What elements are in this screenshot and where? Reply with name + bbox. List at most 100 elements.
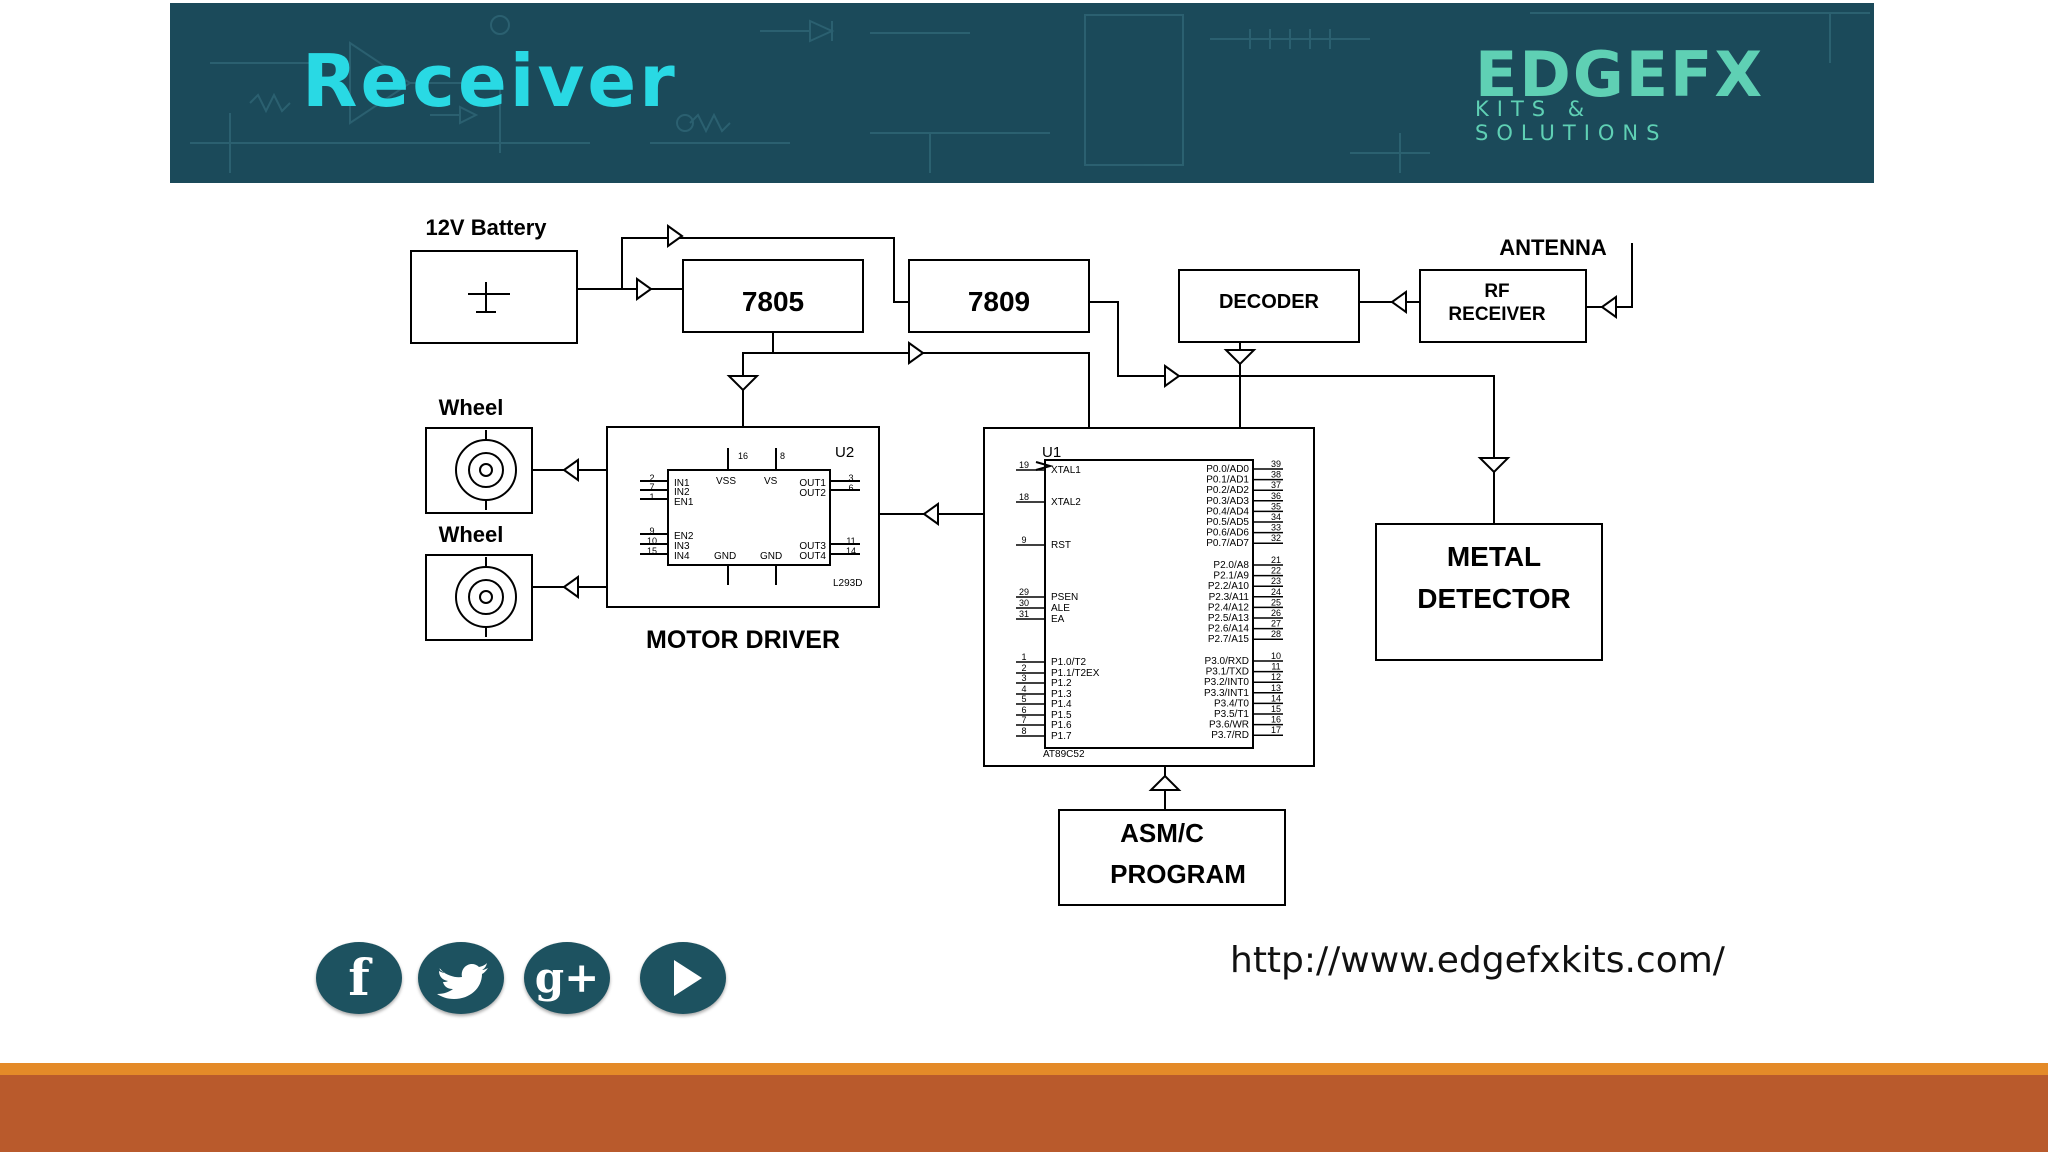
l293d-pin-label: EN1: [674, 497, 694, 508]
mcu-pin-number: 29: [1019, 587, 1029, 597]
mcu-pin-number: 27: [1271, 619, 1281, 629]
l293d-pin-number: 10: [647, 536, 657, 546]
at89c52-chip: [1044, 459, 1254, 749]
mcu-pin-label: P3.7/RD: [1211, 730, 1249, 741]
mcu-pin-label: P3.0/RXD: [1205, 656, 1249, 667]
mcu-pin-number: 32: [1271, 533, 1281, 543]
mcu-pin-label: P2.5/A13: [1208, 613, 1250, 624]
mcu-pin-number: 35: [1271, 501, 1281, 511]
l293d-pin-number: 16: [738, 451, 748, 461]
mcu-pin-label: P1.4: [1051, 699, 1072, 710]
mcu-pin-label: P0.2/AD2: [1206, 485, 1249, 496]
regulator-7809-box: [908, 259, 1090, 333]
logo-subtext: KITS & SOLUTIONS: [1475, 97, 1668, 145]
mcu-pin-number: 33: [1271, 523, 1281, 533]
l293d-pin-label: OUT4: [799, 551, 826, 562]
mcu-pin-number: 36: [1271, 491, 1281, 501]
mcu-pin-label: XTAL2: [1051, 497, 1081, 508]
mcu-pin-number: 17: [1271, 725, 1281, 735]
youtube-button[interactable]: [640, 942, 726, 1014]
mcu-pin-number: 38: [1271, 470, 1281, 480]
rf-receiver-label: RECEIVER: [1448, 304, 1545, 325]
mcu-pin-number: 10: [1271, 651, 1281, 661]
l293d-pin-label: VSS: [716, 476, 736, 487]
l293d-pin-label: GND: [714, 551, 736, 562]
l293d-chip: [667, 469, 831, 566]
l293d-pin-number: 6: [848, 483, 853, 493]
wheel-2-motor: [455, 566, 517, 628]
mcu-pin-number: 8: [1021, 726, 1026, 736]
decoder-box: [1178, 269, 1360, 343]
battery-symbol: [468, 282, 510, 313]
l293d-pin-number: 8: [780, 451, 785, 461]
mcu-pin-label: P2.1/A9: [1213, 571, 1249, 582]
mcu-pin-label: P0.4/AD4: [1206, 506, 1249, 517]
metal-detector-label-1: METAL: [1447, 541, 1541, 572]
mcu-pin-label: P2.0/A8: [1213, 560, 1249, 571]
asm-program-box: [1058, 809, 1286, 906]
mcu-pin-number: 22: [1271, 566, 1281, 576]
mcu-ref: U1: [1042, 444, 1061, 461]
l293d-pin-label: IN4: [674, 551, 690, 562]
wheel-2-box: [425, 554, 533, 641]
l293d-pin-number: 2: [649, 473, 654, 483]
footer-accent-line: [0, 1063, 2048, 1075]
mcu-pin-label: P1.3: [1051, 689, 1072, 700]
mcu-pin-number: 21: [1271, 555, 1281, 565]
google-plus-button[interactable]: g+: [524, 942, 610, 1014]
antenna-label: ANTENNA: [1499, 235, 1607, 260]
mcu-pin-label: PSEN: [1051, 592, 1078, 603]
mcu-pin-label: P3.1/TXD: [1206, 667, 1249, 678]
motor-driver-label: MOTOR DRIVER: [646, 626, 840, 654]
mcu-pin-label: XTAL1: [1051, 465, 1081, 476]
mcu-pin-label: P3.5/T1: [1214, 709, 1249, 720]
logo-text: EDGEFX: [1475, 38, 1765, 111]
mcu-pin-number: 37: [1271, 480, 1281, 490]
mcu-pin-number: 13: [1271, 683, 1281, 693]
mcu-pin-number: 2: [1021, 663, 1026, 673]
mcu-pin-label: P1.1/T2EX: [1051, 668, 1100, 679]
twitter-button[interactable]: [418, 942, 504, 1014]
l293d-pin-number: 7: [649, 482, 654, 492]
mcu-pin-label: EA: [1051, 614, 1065, 625]
mcu-pin-number: 16: [1271, 715, 1281, 725]
mcu-pin-label: P1.2: [1051, 678, 1072, 689]
mcu-pin-label: P2.4/A12: [1208, 602, 1250, 613]
mcu-pin-number: 15: [1271, 704, 1281, 714]
facebook-button[interactable]: f: [316, 942, 402, 1014]
mcu-part: AT89C52: [1043, 749, 1085, 760]
mcu-pin-number: 9: [1021, 535, 1026, 545]
regulator-7809-label: 7809: [968, 286, 1030, 317]
mcu-pin-label: P3.4/T0: [1214, 698, 1249, 709]
mcu-pin-number: 28: [1271, 629, 1281, 639]
edgefx-logo: EDGEFX KITS & SOLUTIONS: [1475, 38, 1795, 146]
mcu-pin-label: RST: [1051, 540, 1071, 551]
l293d-ref: U2: [835, 444, 854, 461]
website-link[interactable]: http://www.edgefxkits.com/: [1230, 940, 1725, 981]
l293d-pin-number: 14: [846, 546, 856, 556]
play-icon: [674, 960, 702, 996]
mcu-pin-label: P1.5: [1051, 710, 1072, 721]
mcu-pin-number: 18: [1019, 492, 1029, 502]
mcu-pin-label: P3.3/INT1: [1204, 688, 1249, 699]
asm-label: ASM/C: [1120, 818, 1204, 848]
microcontroller-box: [983, 427, 1315, 767]
program-label: PROGRAM: [1110, 859, 1246, 889]
battery-box: [410, 250, 578, 344]
l293d-pin-number: 3: [848, 473, 853, 483]
mcu-pin-label: P0.6/AD6: [1206, 528, 1249, 539]
l293d-pin-label: VS: [764, 476, 778, 487]
l293d-pin-label: GND: [760, 551, 782, 562]
l293d-pin-number: 1: [649, 492, 654, 502]
mcu-pin-label: P2.3/A11: [1209, 592, 1250, 603]
mcu-pin-number: 14: [1271, 693, 1281, 703]
mcu-pin-number: 26: [1271, 608, 1281, 618]
footer-bar: [0, 1075, 2048, 1152]
l293d-pin-label: IN2: [674, 487, 690, 498]
mcu-pin-number: 24: [1271, 587, 1281, 597]
mcu-pin-number: 39: [1271, 459, 1281, 469]
mcu-pin-label: ALE: [1051, 603, 1070, 614]
slide-title: Receiver: [302, 39, 678, 123]
